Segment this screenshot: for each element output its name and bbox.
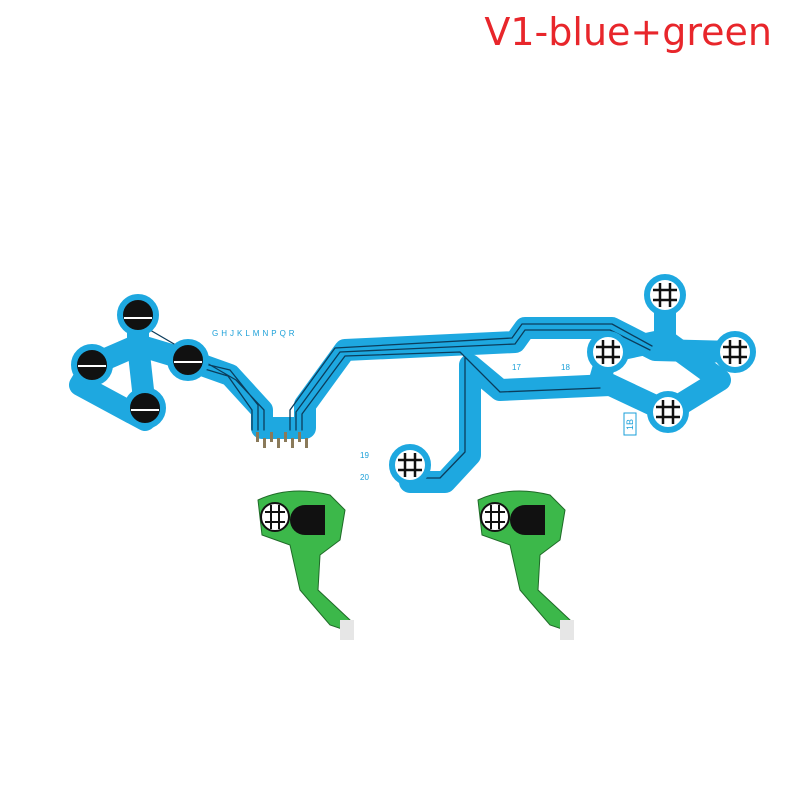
printed-number-20: 20 bbox=[360, 473, 369, 482]
product-title: V1-blue+green bbox=[484, 10, 772, 54]
printed-number-19: 19 bbox=[360, 451, 369, 460]
connector-pins bbox=[256, 432, 308, 448]
green-trigger-board-right bbox=[477, 490, 574, 640]
dpad-contact-pads bbox=[71, 294, 209, 429]
printed-number-18: 18 bbox=[561, 363, 570, 372]
printed-number-17: 17 bbox=[512, 363, 521, 372]
printed-code-box: 1B bbox=[623, 412, 637, 436]
green-trigger-board-left bbox=[257, 490, 354, 640]
printed-letters: GHJKLMNPQR bbox=[212, 329, 298, 338]
action-button-contact-pads bbox=[389, 274, 756, 486]
printed-code: 1B bbox=[625, 419, 635, 430]
